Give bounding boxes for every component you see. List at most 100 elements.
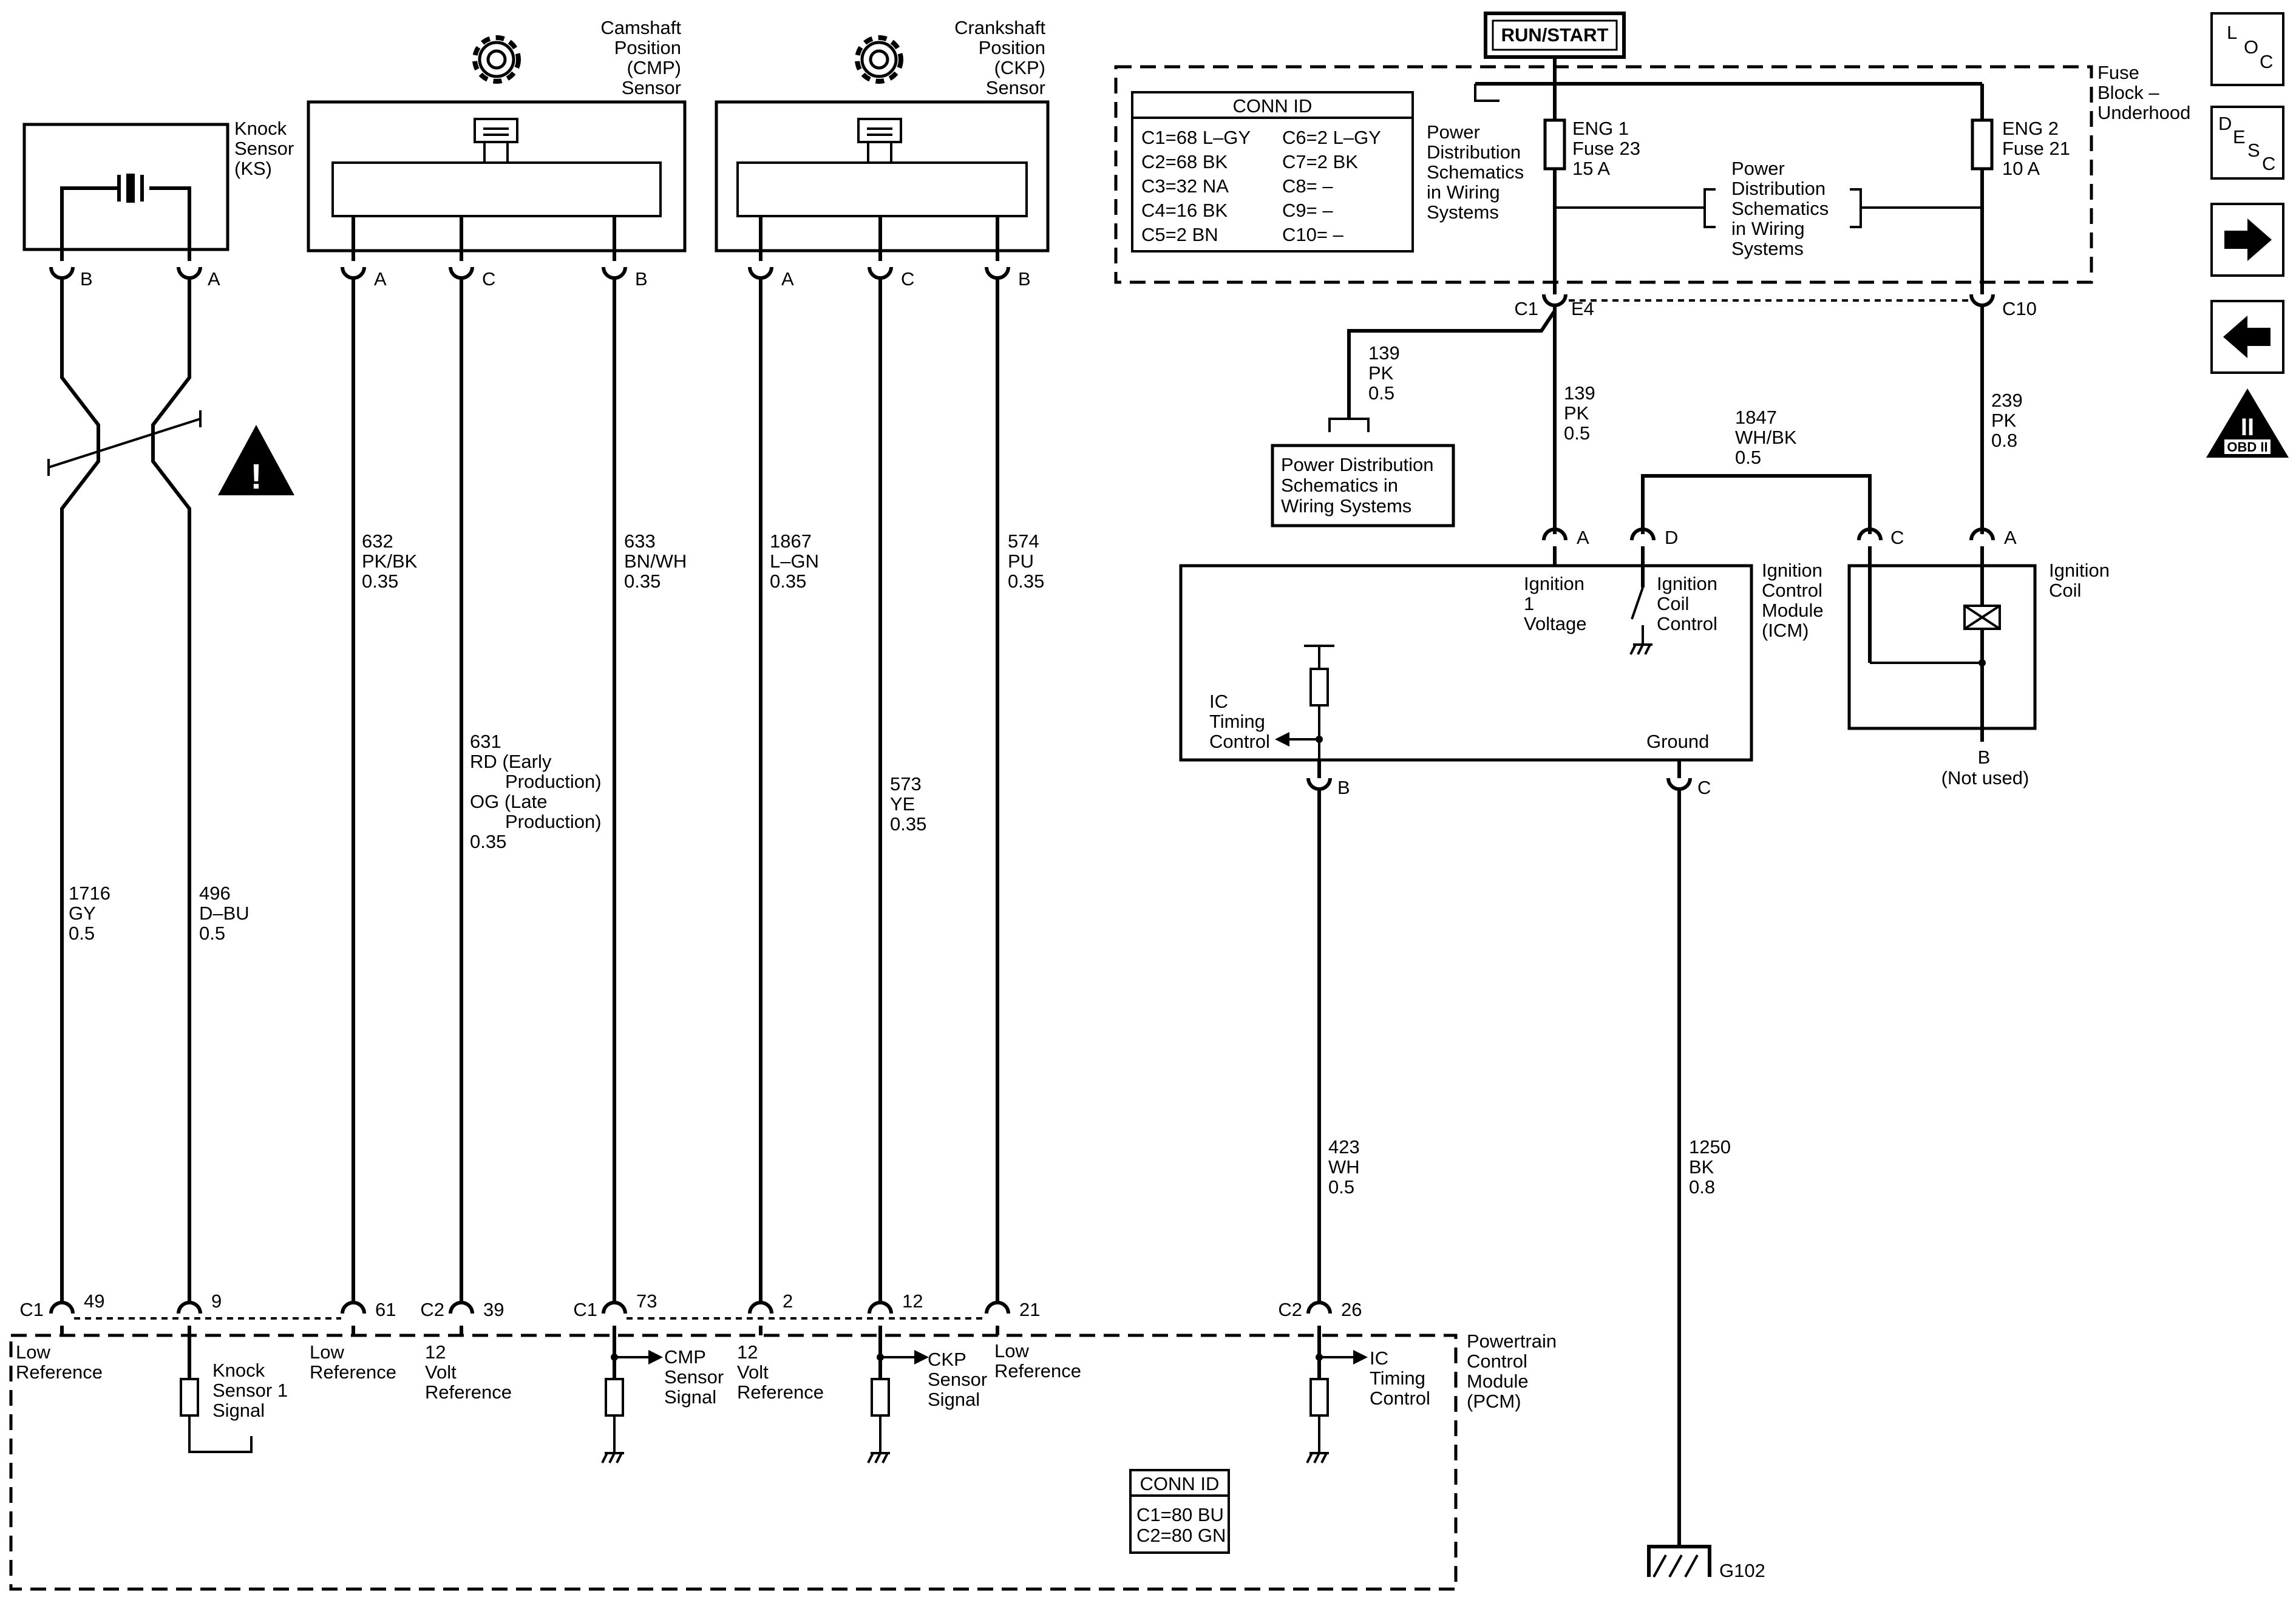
loc-button[interactable]: L O C — [2210, 12, 2284, 86]
icm-pin-d — [1630, 527, 1656, 541]
wire-label: L–GN — [770, 551, 819, 572]
arrow-left-icon — [2223, 316, 2271, 358]
power-dist-text: Distribution — [1731, 178, 1826, 199]
component-label: Crankshaft — [954, 17, 1045, 38]
fuse-block-underhood: Fuse Block – Underhood CONN ID C1=68 L–G… — [1114, 62, 2190, 294]
arrow-right-icon — [648, 1350, 663, 1364]
wire-label: Production) — [505, 771, 602, 792]
wire-139-branch — [1347, 310, 1557, 419]
conn-title: CONN ID — [1233, 95, 1313, 117]
conn-row: C4=16 BK — [1141, 200, 1228, 221]
ks-pin-a — [177, 266, 202, 280]
pcm-module: CONN ID C1=80 BU C2=80 GN — [9, 1326, 1458, 1591]
caution-icon: ! — [218, 425, 294, 497]
wire-label: WH/BK — [1735, 427, 1797, 448]
wire-label: 0.5 — [1328, 1176, 1354, 1198]
wire-label: GY — [69, 903, 96, 924]
desc-button[interactable]: D E S C — [2210, 106, 2284, 180]
loc-letter: O — [2244, 36, 2258, 58]
wire-label: 239 — [1991, 390, 2023, 411]
wire-label: 1716 — [69, 883, 110, 904]
wire-label: 1250 — [1689, 1136, 1731, 1158]
pcm-label: Knock — [212, 1360, 265, 1381]
wire-label: 496 — [199, 883, 231, 904]
pin-label: A — [374, 268, 387, 290]
fuse-block-conn-table: CONN ID C1=68 L–GY C2=68 BK C3=32 NA C4=… — [1131, 91, 1414, 253]
wire-label: 1847 — [1735, 407, 1777, 428]
pcm-label: Signal — [212, 1400, 265, 1421]
wire-label: 0.35 — [362, 571, 398, 592]
wire-label: 0.35 — [770, 571, 806, 592]
wire-label: 0.8 — [1991, 430, 2017, 451]
next-button[interactable] — [2210, 203, 2284, 277]
loc-letter: L — [2227, 22, 2237, 43]
pin-label: A — [1577, 527, 1589, 548]
cmp-pin-b — [602, 266, 627, 280]
pin-label: C1 — [573, 1299, 597, 1320]
pcm-label: Reference — [994, 1360, 1081, 1381]
power-dist-text: Schematics — [1427, 161, 1524, 183]
pcm-label: Sensor — [664, 1366, 724, 1388]
pin-label: 12 — [902, 1290, 923, 1312]
power-distribution-box[interactable]: Power Distribution Schematics in Wiring … — [1271, 444, 1455, 527]
component-label: Ignition — [2049, 560, 2110, 581]
component-label: Camshaft — [600, 17, 681, 38]
resistor-icon — [1309, 668, 1329, 707]
loc-letter: C — [2260, 51, 2273, 72]
fuse2-label: 10 A — [2002, 158, 2040, 179]
pin-label: B — [1018, 268, 1031, 290]
resistor-icon — [180, 1378, 199, 1417]
component-label: Control — [1762, 580, 1822, 601]
pcm-label: Reference — [737, 1381, 824, 1403]
wire-label: 632 — [362, 531, 393, 552]
prev-button[interactable] — [2210, 300, 2284, 374]
pin-label: C2 — [420, 1299, 444, 1320]
pcm-label: 12 — [737, 1341, 758, 1363]
wire-label: 0.5 — [199, 923, 225, 944]
component-label: Module — [1762, 600, 1824, 621]
wire-label: 0.5 — [1368, 382, 1394, 404]
power-dist-text: Power — [1427, 121, 1480, 143]
wire-label: 0.35 — [890, 813, 926, 835]
conn-row: C10= – — [1282, 224, 1344, 245]
twisted-pair-wires — [47, 279, 202, 1301]
component-label: Sensor — [234, 138, 294, 159]
wire-label: 139 — [1564, 382, 1595, 404]
power-dist-box-text: Schematics in — [1281, 475, 1398, 496]
knock-sensor — [22, 123, 229, 261]
pin-label: C — [901, 268, 914, 290]
desc-letter: D — [2218, 113, 2232, 134]
power-dist-text: Distribution — [1427, 141, 1521, 163]
fuse-eng1-icon — [1543, 118, 1566, 171]
wire-label: 139 — [1368, 342, 1400, 364]
run-start-button[interactable]: RUN/START — [1484, 12, 1626, 59]
pin-label: B — [80, 268, 93, 290]
wire-label: 0.35 — [1008, 571, 1044, 592]
fuse2-label: ENG 2 — [2002, 118, 2059, 139]
component-label: Sensor — [622, 77, 681, 98]
pin-label: B — [635, 268, 648, 290]
wire-label: 0.8 — [1689, 1176, 1715, 1198]
icm-text: Ignition — [1657, 573, 1717, 594]
wire-label: 0.5 — [1735, 447, 1761, 468]
component-label: Powertrain — [1467, 1331, 1557, 1352]
component-label: Coil — [2049, 580, 2081, 601]
power-dist-text: in Wiring — [1731, 218, 1805, 239]
power-dist-text: in Wiring — [1427, 181, 1500, 203]
icm-text: 1 — [1524, 593, 1534, 614]
wire-label: BK — [1689, 1156, 1714, 1178]
resistor-icon — [605, 1378, 624, 1417]
conn-row: C2=68 BK — [1141, 151, 1228, 172]
conn-row: C6=2 L–GY — [1282, 127, 1381, 148]
ckp-pin-a — [748, 266, 773, 280]
component-label: (CMP) — [627, 57, 681, 78]
pcm-label: Low — [994, 1340, 1029, 1361]
pcm-label: CMP — [664, 1346, 706, 1368]
cmp-pin-a — [341, 266, 366, 280]
ckp-pin-b — [985, 266, 1010, 280]
pin-label: 21 — [1019, 1299, 1040, 1320]
fuse2-label: Fuse 21 — [2002, 138, 2070, 159]
pcm-label: Low — [16, 1341, 50, 1363]
wire-label: PK — [1368, 362, 1394, 384]
conn-row: C1=80 BU — [1136, 1504, 1224, 1525]
